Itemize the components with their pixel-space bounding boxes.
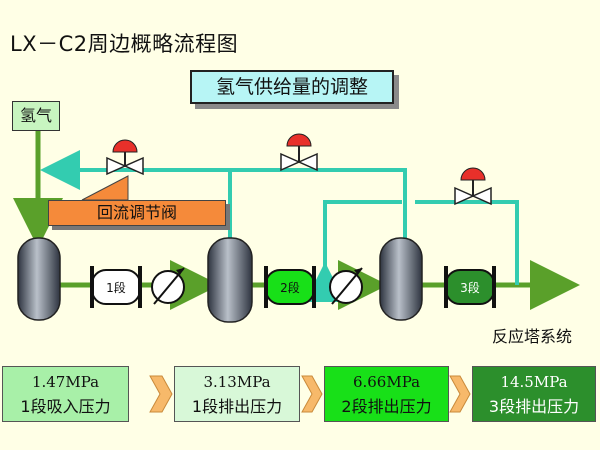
pressure-value-2: 3.13MPa — [203, 373, 271, 391]
pressure-box-1: 1.47MPa 1段吸入压力 — [2, 366, 129, 422]
stage-2-label: 2段 — [280, 280, 300, 295]
chevron-arrow-1 — [149, 375, 173, 413]
pressure-value-4: 14.5MPa — [500, 373, 568, 391]
pressure-box-3: 6.66MPa 2段排出压力 — [324, 366, 449, 422]
pressure-value-1: 1.47MPa — [31, 373, 100, 391]
control-valve-1-icon — [106, 139, 144, 176]
chevron-arrow-2 — [301, 375, 323, 413]
recycle-line-branch — [305, 200, 402, 302]
hydrogen-label: 氢气 — [12, 101, 60, 131]
recycle-line-stage2 — [232, 168, 407, 240]
pressure-desc-3: 2段排出压力 — [341, 397, 432, 416]
pressure-box-2: 3.13MPa 1段排出压力 — [174, 366, 300, 422]
recycle-line-stage3 — [415, 200, 519, 285]
stage-1-label: 1段 — [106, 280, 126, 295]
bypass-pointer — [81, 175, 129, 201]
cooler-2-icon — [329, 267, 363, 305]
destination-label: 反应塔系统 — [492, 327, 573, 346]
vessel-3 — [379, 237, 423, 321]
compressor-stage-3: 3段 — [444, 266, 496, 308]
pressure-box-4: 14.5MPa 3段排出压力 — [472, 366, 596, 422]
chevron-arrow-3 — [449, 375, 471, 413]
vessel-1 — [17, 237, 61, 321]
pressure-desc-2: 1段排出压力 — [191, 397, 283, 416]
pressure-value-3: 6.66MPa — [352, 373, 421, 391]
pressure-desc-4: 3段排出压力 — [488, 397, 580, 416]
vessel-2 — [207, 237, 253, 323]
compressor-stage-2: 2段 — [264, 266, 316, 308]
pressure-desc-1: 1段吸入压力 — [20, 397, 111, 416]
bypass-valve-label: 回流调节阀 — [48, 200, 226, 226]
control-valve-2-icon — [280, 133, 318, 172]
page-title: LX－C2周边概略流程图 — [10, 32, 239, 56]
stage-3-label: 3段 — [460, 280, 480, 295]
control-valve-3-icon — [454, 167, 492, 206]
cooler-1-icon — [151, 267, 185, 305]
subtitle-box: 氢气供给量的调整 — [190, 70, 394, 104]
compressor-stage-1: 1段 — [90, 266, 142, 308]
